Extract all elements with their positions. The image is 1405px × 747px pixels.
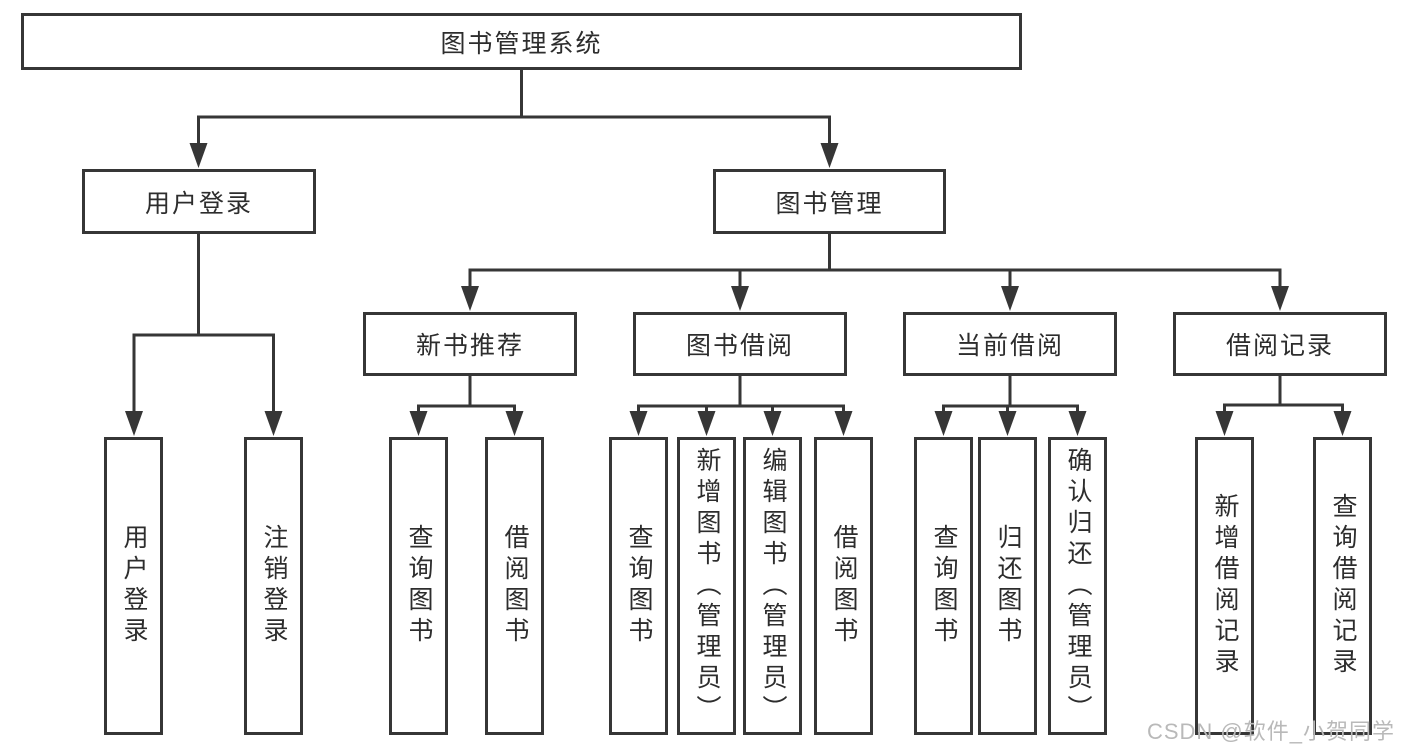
leaf-logout-login: 注销登录	[244, 437, 303, 735]
watermark: CSDN @软件_小贺同学	[1146, 719, 1395, 744]
leaf-add-book-admin: 新增图书（管理员）	[677, 437, 736, 735]
arrow-down-icon	[934, 411, 953, 436]
node-borrowing-records: 借阅记录	[1173, 312, 1387, 376]
arrow-down-icon	[834, 411, 853, 436]
arrow-down-icon	[1001, 286, 1019, 311]
leaf-query-book-2: 查询图书	[609, 437, 668, 735]
leaf-query-book-3: 查询图书	[914, 437, 973, 735]
arrow-down-icon	[629, 411, 648, 436]
arrow-down-icon	[731, 286, 749, 311]
leaf-confirm-return-admin: 确认归还（管理员）	[1048, 437, 1107, 735]
leaf-return-book: 归还图书	[978, 437, 1037, 735]
node-book-management: 图书管理	[713, 169, 946, 234]
arrow-down-icon	[998, 411, 1017, 436]
arrow-down-icon	[1215, 411, 1234, 436]
arrow-down-icon	[1271, 286, 1289, 311]
node-new-book-recommend: 新书推荐	[363, 312, 577, 376]
arrow-down-icon	[409, 411, 428, 436]
leaf-add-borrow-record: 新增借阅记录	[1195, 437, 1254, 735]
arrow-down-icon	[1333, 411, 1352, 436]
arrow-down-icon	[763, 411, 782, 436]
node-library-system: 图书管理系统	[21, 13, 1022, 70]
arrow-down-icon	[264, 411, 283, 436]
node-book-borrowing: 图书借阅	[633, 312, 847, 376]
arrow-down-icon	[125, 411, 143, 436]
arrow-heads	[125, 143, 1352, 436]
arrow-down-icon	[820, 143, 839, 168]
leaf-query-borrow-record: 查询借阅记录	[1313, 437, 1372, 735]
leaf-user-login: 用户登录	[104, 437, 163, 735]
leaf-edit-book-admin: 编辑图书（管理员）	[743, 437, 802, 735]
node-current-borrowing: 当前借阅	[903, 312, 1117, 376]
arrow-down-icon	[1068, 411, 1087, 436]
arrow-down-icon	[461, 286, 479, 311]
arrow-down-icon	[505, 411, 524, 436]
leaf-borrow-book-1: 借阅图书	[485, 437, 544, 735]
leaf-borrow-book-2: 借阅图书	[814, 437, 873, 735]
node-user-login: 用户登录	[82, 169, 316, 234]
arrow-down-icon	[189, 143, 208, 168]
arrow-down-icon	[697, 411, 716, 436]
leaf-query-book-1: 查询图书	[389, 437, 448, 735]
